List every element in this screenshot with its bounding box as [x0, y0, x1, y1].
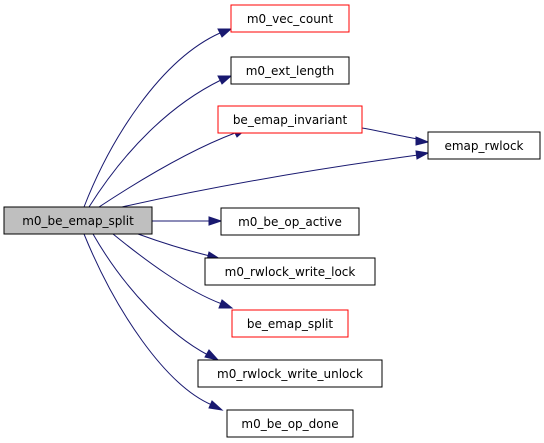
- node-be-emap-split-box: [231, 309, 349, 338]
- node-m0-be-op-active-box: [220, 207, 360, 236]
- node-m0-rwlock-write-lock[interactable]: m0_rwlock_write_lock: [204, 257, 376, 286]
- nodes: m0_be_emap_split m0_vec_count m0_ext_len…: [3, 4, 541, 438]
- node-be-emap-split-label: be_emap_split: [247, 317, 334, 331]
- node-m0-rwlock-write-unlock[interactable]: m0_rwlock_write_unlock: [197, 359, 383, 388]
- node-m0-ext-length-box: [230, 56, 350, 85]
- node-emap-rwlock-box: [427, 131, 541, 160]
- node-m0-be-op-done-label: m0_be_op_done: [241, 417, 338, 431]
- node-be-emap-invariant-box: [217, 105, 363, 134]
- node-root[interactable]: m0_be_emap_split: [3, 206, 153, 235]
- node-m0-be-op-active-label: m0_be_op_active: [238, 215, 342, 229]
- node-m0-rwlock-write-unlock-label: m0_rwlock_write_unlock: [217, 367, 363, 381]
- node-emap-rwlock-label: emap_rwlock: [444, 139, 523, 153]
- node-be-emap-invariant-label: be_emap_invariant: [233, 113, 348, 127]
- edges: [83, 28, 430, 411]
- arrowhead-m0-rwlock-write-unlock: [204, 349, 220, 361]
- node-be-emap-split[interactable]: be_emap_split: [231, 309, 349, 338]
- node-m0-vec-count-label: m0_vec_count: [247, 12, 334, 26]
- node-m0-ext-length[interactable]: m0_ext_length: [230, 56, 350, 85]
- node-m0-rwlock-write-lock-label: m0_rwlock_write_lock: [225, 265, 356, 279]
- node-m0-rwlock-write-unlock-box: [197, 359, 383, 388]
- edge-root-to-m0-vec-count: [83, 32, 221, 208]
- arrowhead-m0-be-op-active: [208, 216, 223, 226]
- node-m0-vec-count[interactable]: m0_vec_count: [230, 4, 350, 33]
- node-m0-be-op-done[interactable]: m0_be_op_done: [226, 409, 354, 438]
- edge-root-to-be-emap-invariant: [98, 132, 236, 208]
- edge-root-to-m0-be-op-done: [83, 233, 213, 406]
- node-emap-rwlock[interactable]: emap_rwlock: [427, 131, 541, 160]
- edge-root-to-be-emap-split: [112, 233, 223, 305]
- node-root-box: [3, 206, 153, 235]
- node-m0-rwlock-write-lock-box: [204, 257, 376, 286]
- arrowhead-m0-ext-length: [217, 75, 233, 85]
- arrowhead-invariant-emap-rwlock: [415, 136, 430, 146]
- edge-root-to-m0-ext-length: [88, 79, 222, 208]
- arrowhead-m0-be-op-done: [208, 400, 224, 411]
- edge-be-emap-invariant-to-emap-rwlock: [361, 127, 419, 140]
- node-root-label: m0_be_emap_split: [22, 214, 134, 228]
- arrowhead-emap-rwlock: [415, 150, 430, 160]
- node-m0-vec-count-box: [230, 4, 350, 33]
- node-m0-be-op-done-box: [226, 409, 354, 438]
- arrowhead-be-emap-split: [218, 299, 234, 309]
- edge-root-to-emap-rwlock: [121, 154, 419, 208]
- node-m0-ext-length-label: m0_ext_length: [246, 64, 335, 78]
- edge-root-to-m0-rwlock-write-lock: [137, 233, 211, 257]
- node-m0-be-op-active[interactable]: m0_be_op_active: [220, 207, 360, 236]
- node-be-emap-invariant[interactable]: be_emap_invariant: [217, 105, 363, 134]
- arrowhead-m0-vec-count: [217, 28, 233, 38]
- edge-root-to-m0-rwlock-write-unlock: [92, 233, 209, 356]
